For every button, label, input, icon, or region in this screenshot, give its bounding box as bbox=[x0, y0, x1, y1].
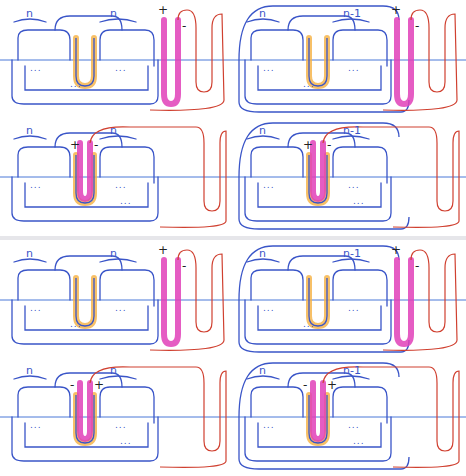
strand-count: n bbox=[26, 248, 33, 260]
crossing-sign: - bbox=[415, 20, 419, 32]
strand-count: n-1 bbox=[343, 365, 361, 377]
ellipsis: ... bbox=[348, 179, 360, 191]
strand-count: n bbox=[110, 248, 117, 260]
ellipsis: ... bbox=[120, 195, 132, 207]
strand-count: n-1 bbox=[343, 8, 361, 20]
ellipsis: ... bbox=[115, 62, 127, 74]
strand-count: n-1 bbox=[343, 248, 361, 260]
ellipsis: ... bbox=[70, 318, 82, 330]
strand-count: n bbox=[26, 365, 33, 377]
crossing-sign: - bbox=[327, 139, 331, 151]
ellipsis: ... bbox=[263, 62, 275, 74]
ellipsis: ... bbox=[115, 419, 127, 431]
ellipsis: ... bbox=[115, 302, 127, 314]
strand-count: n bbox=[110, 8, 117, 20]
ellipsis: ... bbox=[70, 78, 82, 90]
strand-count: n bbox=[259, 125, 266, 137]
strand-count: n bbox=[259, 248, 266, 260]
crossing-sign: + bbox=[303, 139, 313, 151]
strand-count: n bbox=[26, 125, 33, 137]
strand-count: n-1 bbox=[343, 125, 361, 137]
crossing-sign: + bbox=[158, 244, 168, 256]
crossing-sign: + bbox=[391, 244, 401, 256]
crossing-sign: - bbox=[182, 20, 186, 32]
crossing-sign: + bbox=[327, 379, 337, 391]
ellipsis: ... bbox=[30, 302, 42, 314]
ellipsis: ... bbox=[120, 435, 132, 447]
crossing-sign: - bbox=[182, 260, 186, 272]
crossing-sign: - bbox=[94, 139, 98, 151]
strand-count: n bbox=[259, 8, 266, 20]
ellipsis: ... bbox=[303, 78, 315, 90]
ellipsis: ... bbox=[353, 195, 365, 207]
ellipsis: ... bbox=[348, 62, 360, 74]
crossing-sign: + bbox=[94, 379, 104, 391]
ellipsis: ... bbox=[115, 179, 127, 191]
strand-count: n bbox=[259, 365, 266, 377]
crossing-sign: - bbox=[303, 379, 307, 391]
ellipsis: ... bbox=[30, 419, 42, 431]
strand-count: n bbox=[26, 8, 33, 20]
ellipsis: ... bbox=[30, 62, 42, 74]
ellipsis: ... bbox=[303, 318, 315, 330]
ellipsis: ... bbox=[263, 179, 275, 191]
strand-count: n bbox=[110, 365, 117, 377]
crossing-sign: + bbox=[70, 139, 80, 151]
strand-count: n bbox=[110, 125, 117, 137]
ellipsis: ... bbox=[348, 302, 360, 314]
crossing-sign: + bbox=[391, 4, 401, 16]
ellipsis: ... bbox=[263, 419, 275, 431]
ellipsis: ... bbox=[348, 419, 360, 431]
ellipsis: ... bbox=[353, 435, 365, 447]
crossing-sign: + bbox=[158, 4, 168, 16]
crossing-sign: - bbox=[415, 260, 419, 272]
ellipsis: ... bbox=[263, 302, 275, 314]
crossing-sign: - bbox=[70, 379, 74, 391]
ellipsis: ... bbox=[30, 179, 42, 191]
